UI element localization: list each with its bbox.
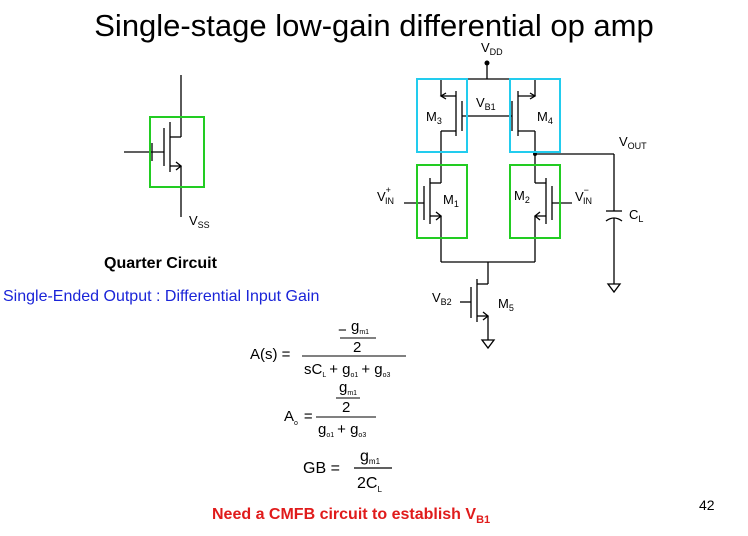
gb-den: 2CL [357, 475, 382, 494]
m4-highlight-box [509, 78, 561, 153]
m4-label: M4 [537, 109, 553, 126]
cl-label: CL [629, 207, 643, 224]
vb2-label: VB2 [432, 290, 452, 307]
m3-highlight-box [416, 78, 468, 153]
as-num-den: 2 [353, 339, 361, 356]
page-number: 42 [699, 497, 715, 513]
vdd-label: VDD [481, 40, 503, 57]
m1-label: M1 [443, 192, 459, 209]
vin-minus-label: V−IN [575, 185, 592, 206]
gb-lhs: GB = [303, 460, 340, 477]
as-num-g: gm1 [351, 318, 369, 336]
vdd-node [484, 60, 490, 66]
transistor-m3 [439, 91, 512, 163]
transistor-m4 [511, 91, 537, 163]
quarter-circuit-transistor [124, 75, 183, 217]
slide-title: Single-stage low-gain differential op am… [94, 8, 654, 43]
vb1-label: VB1 [476, 95, 496, 112]
m5-label: M5 [498, 296, 514, 313]
quarter-circuit-box [149, 116, 205, 188]
vout-label: VOUT [619, 134, 647, 151]
as-den: sCL+ go1+ go3 [304, 361, 391, 379]
quarter-vss-label: VSS [189, 213, 210, 230]
quarter-circuit-label: Quarter Circuit [104, 255, 217, 272]
m2-highlight-box [509, 164, 561, 239]
as-num-sign: − [338, 322, 347, 339]
equations: A(s) = − gm1 2 sCL+ go1+ go3 Ao= gm1 2 g… [250, 318, 406, 494]
m1-highlight-box [416, 164, 468, 239]
m3-label: M3 [426, 109, 442, 126]
transistor-m2 [533, 163, 572, 262]
gb-num: gm1 [360, 448, 381, 466]
single-ended-gain-label: Single-Ended Output : Differential Input… [3, 288, 320, 305]
transistor-m1 [404, 163, 443, 262]
ao-lhs: Ao= [284, 408, 313, 427]
ao-num-g: gm1 [339, 379, 357, 397]
as-lhs: A(s) = [250, 346, 291, 363]
vin-plus-label: V+IN [377, 185, 394, 206]
transistor-m5 [460, 279, 496, 350]
ao-num-den: 2 [342, 399, 350, 416]
ao-den: go1+ go3 [318, 421, 366, 439]
load-capacitor [605, 210, 623, 294]
cmfb-note: Need a CMFB circuit to establish VB1 [212, 506, 491, 527]
m2-label: M2 [514, 188, 530, 205]
